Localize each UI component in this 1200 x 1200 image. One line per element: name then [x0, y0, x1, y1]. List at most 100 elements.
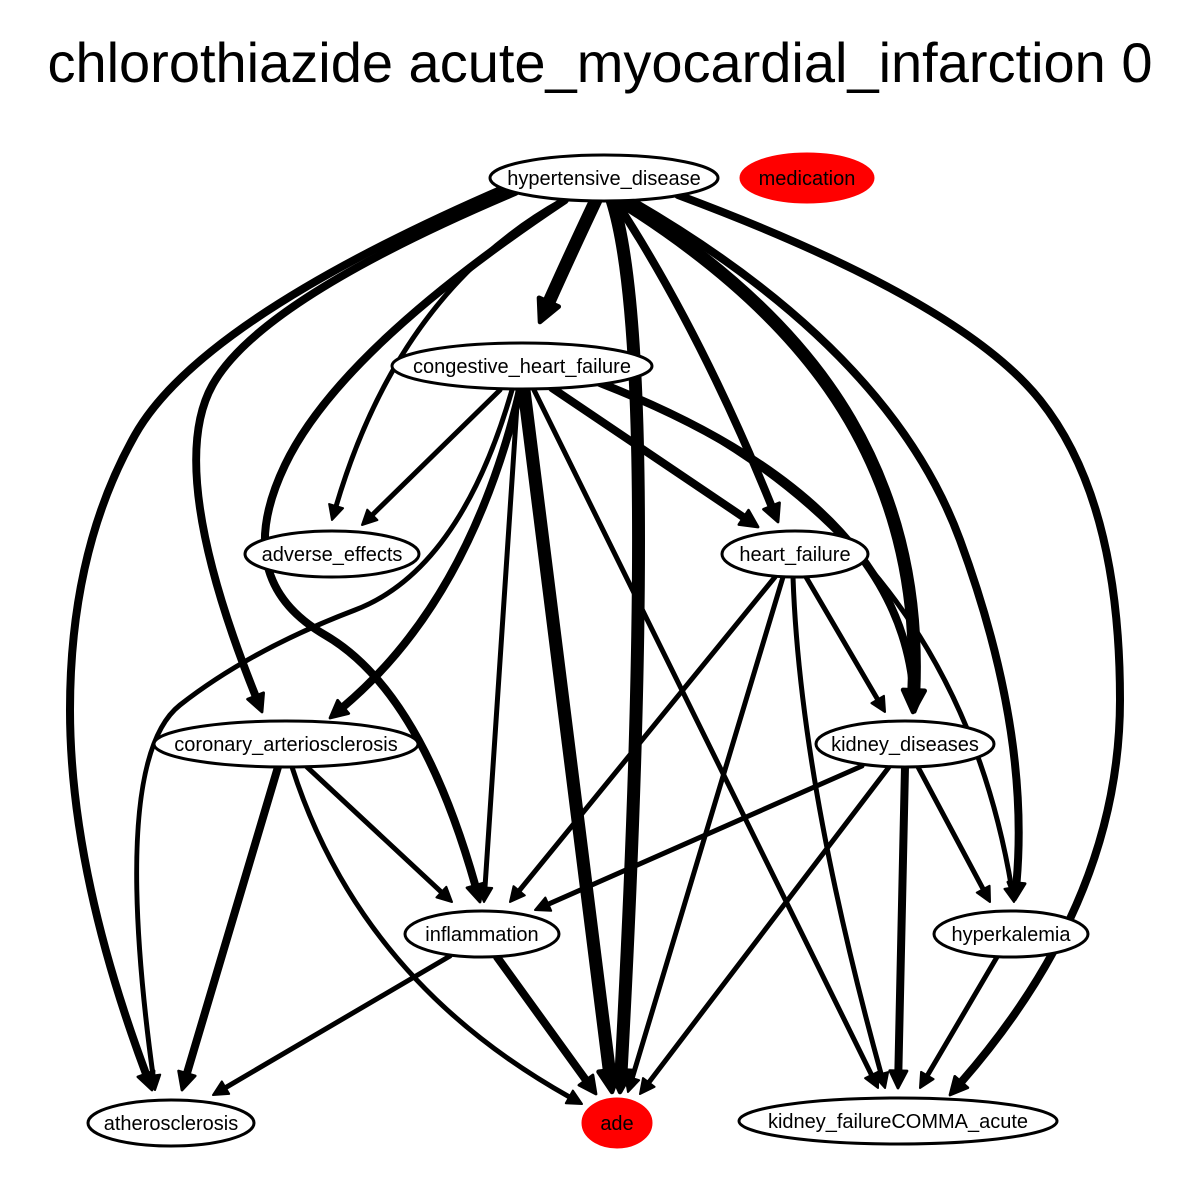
arrowhead-icon [975, 884, 991, 903]
arrowhead-icon [509, 885, 526, 903]
arrowhead-icon [919, 1070, 935, 1089]
node-kidney-diseases[interactable]: kidney_diseases [814, 719, 996, 769]
graph-title: chlorothiazide acute_myocardial_infarcti… [47, 31, 1152, 94]
edge-line [304, 764, 444, 895]
node-adverse-effects[interactable]: adverse_effects [243, 529, 421, 579]
node-label: medication [759, 168, 856, 190]
edge-congestive_heart_failure-to-ade [517, 383, 623, 1095]
edge-kidney_diseases-to-hyperkalemia [915, 764, 991, 903]
node-ade[interactable]: ade [581, 1097, 653, 1149]
edge-line [482, 387, 521, 891]
edge-line [894, 763, 909, 1075]
arrowhead-icon [596, 1066, 623, 1095]
node-shape [152, 719, 420, 769]
node-shape [403, 909, 561, 959]
arrowhead-icon [536, 295, 562, 325]
arrowhead-icon [873, 1071, 890, 1089]
edge-line [605, 193, 646, 1077]
edge-line [134, 387, 515, 1079]
arrowhead-icon [246, 691, 265, 714]
arrowhead-icon [1003, 885, 1020, 903]
node-shape [932, 909, 1090, 959]
node-kidney-failure-acute[interactable]: kidney_failureCOMMA_acute [737, 1096, 1059, 1146]
node-shape [488, 153, 720, 203]
node-label: hypertensive_disease [507, 168, 700, 190]
node-label: heart_failure [739, 544, 850, 566]
node-label: ade [600, 1113, 633, 1135]
edge-line [339, 386, 524, 711]
arrowhead-icon [328, 503, 345, 521]
edge-congestive_heart_failure-to-heart_failure [548, 384, 760, 529]
node-medication[interactable]: medication [739, 152, 875, 204]
node-shape [739, 152, 875, 204]
edge-congestive_heart_failure-to-inflammation [476, 387, 521, 903]
edge-line [542, 193, 603, 309]
edge-kidney_diseases-to-ade [639, 764, 892, 1095]
arrowhead-icon [328, 698, 351, 720]
node-layer: hypertensive_disease medication congestive… [86, 152, 1090, 1149]
arrowhead-icon [564, 1089, 583, 1105]
edge-inflammation-to-atherosclerosis [212, 953, 453, 1096]
edge-line [182, 763, 282, 1078]
node-label: hyperkalemia [952, 924, 1072, 946]
edge-line [915, 764, 986, 892]
edge-line [594, 377, 1015, 891]
edge-congestive_heart_failure-to-coronary_arteriosclerosis [328, 386, 524, 720]
arrowhead-icon [903, 692, 924, 714]
node-label: adverse_effects [262, 544, 403, 566]
arrowhead-icon [762, 501, 781, 524]
node-label: inflammation [425, 924, 538, 946]
edge-line [192, 188, 519, 701]
arrowhead-icon [639, 1077, 656, 1095]
arrowhead-icon [144, 1073, 162, 1091]
arrowhead-icon [624, 1075, 641, 1093]
edge-hypertensive_disease-to-ade [605, 193, 646, 1095]
edge-line [674, 191, 1124, 1087]
node-heart-failure[interactable]: heart_failure [720, 529, 870, 579]
edge-line [629, 574, 786, 1081]
node-shape [737, 1096, 1059, 1146]
edge-coronary_arteriosclerosis-to-ade [289, 764, 583, 1105]
edge-line [545, 763, 865, 907]
edge-coronary_arteriosclerosis-to-inflammation [304, 764, 453, 903]
node-shape [390, 341, 654, 391]
arrowhead-icon [177, 1069, 197, 1092]
node-congestive-heart-failure[interactable]: congestive_heart_failure [390, 341, 654, 391]
edge-kidney_diseases-to-inflammation [534, 763, 865, 912]
edge-congestive_heart_failure-to-hyperkalemia [594, 377, 1020, 903]
edge-inflammation-to-ade [493, 953, 598, 1096]
edge-hypertensive_disease-to-kidney_failure_acute [674, 191, 1124, 1097]
arrowhead-icon [577, 1073, 598, 1096]
arrowhead-icon [435, 885, 453, 903]
node-shape [720, 529, 870, 579]
node-coronary-arteriosclerosis[interactable]: coronary_arteriosclerosis [152, 719, 420, 769]
edge-line [548, 384, 748, 522]
edge-heart_failure-to-ade [624, 574, 786, 1093]
node-label: congestive_heart_failure [413, 356, 631, 378]
edge-layer [66, 184, 1124, 1105]
node-shape [243, 529, 421, 579]
edge-line [66, 184, 509, 1078]
edge-coronary_arteriosclerosis-to-atherosclerosis [177, 763, 282, 1092]
edge-congestive_heart_failure-to-adverse_effects [361, 387, 503, 526]
arrowhead-icon [534, 896, 553, 912]
node-label: atherosclerosis [104, 1113, 239, 1135]
node-label: kidney_diseases [831, 734, 979, 756]
edge-line [626, 196, 1023, 887]
edge-line [493, 953, 590, 1085]
node-hypertensive-disease[interactable]: hypertensive_disease [488, 153, 720, 203]
edge-hypertensive_disease-to-congestive_heart_failure [536, 193, 603, 325]
node-hyperkalemia[interactable]: hyperkalemia [932, 909, 1090, 959]
edge-congestive_heart_failure-to-atherosclerosis [134, 387, 515, 1091]
arrowhead-icon [948, 1074, 970, 1097]
edge-line [803, 574, 881, 702]
node-inflammation[interactable]: inflammation [403, 909, 561, 959]
edge-heart_failure-to-kidney_failure_acute [790, 574, 890, 1089]
edge-hyperkalemia-to-kidney_failure_acute [919, 954, 1000, 1089]
node-atherosclerosis[interactable]: atherosclerosis [86, 1098, 256, 1148]
edge-line [369, 387, 503, 518]
edge-heart_failure-to-inflammation [509, 574, 778, 903]
edge-line [516, 574, 778, 894]
arrowhead-icon [212, 1080, 231, 1096]
edge-hypertensive_disease-to-coronary_arteriosclerosis [192, 188, 519, 714]
